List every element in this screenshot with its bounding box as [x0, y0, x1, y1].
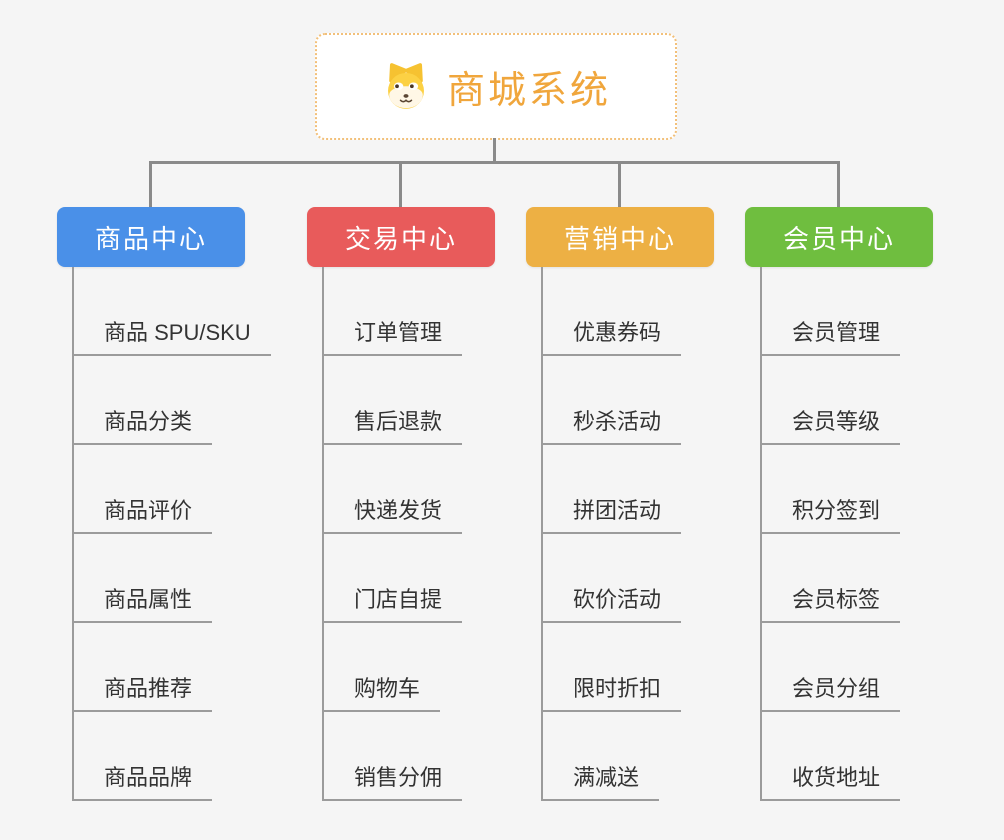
mindmap-item: 商品分类 [57, 356, 342, 445]
branch-label: 会员中心 [782, 223, 895, 254]
mindmap-item: 会员标签 [745, 534, 1004, 623]
branch: 商品中心 商品 SPU/SKU 商品分类 商品评价 商品属性 商品推荐 商品品牌 [57, 207, 342, 801]
mindmap-item-label[interactable]: 收货地址 [760, 760, 901, 801]
mindmap-item-label[interactable]: 砍价活动 [541, 582, 682, 623]
mindmap-item-label[interactable]: 会员分组 [760, 671, 901, 712]
mindmap-item: 砍价活动 [526, 534, 811, 623]
branch-spine-line [72, 267, 74, 801]
branch: 会员中心 会员管理 会员等级 积分签到 会员标签 会员分组 收货地址 [745, 207, 1004, 801]
branch-spine-line [541, 267, 543, 801]
mindmap-item: 门店自提 [307, 534, 592, 623]
mindmap-item-label[interactable]: 商品属性 [72, 582, 213, 623]
branch-label: 商品中心 [94, 223, 207, 254]
mindmap-item-label[interactable]: 会员标签 [760, 582, 901, 623]
mindmap-item-label[interactable]: 限时折扣 [541, 671, 682, 712]
mindmap-item: 快递发货 [307, 445, 592, 534]
mindmap-item-label[interactable]: 订单管理 [322, 315, 463, 356]
mindmap-item: 购物车 [307, 623, 592, 712]
connector-stub-0 [149, 161, 152, 207]
mindmap-item-label[interactable]: 快递发货 [322, 493, 463, 534]
branch-spine-line [760, 267, 762, 801]
mindmap-item-label[interactable]: 购物车 [322, 671, 441, 712]
branch-items: 订单管理 售后退款 快递发货 门店自提 购物车 销售分佣 [307, 267, 592, 801]
mindmap-item-label[interactable]: 拼团活动 [541, 493, 682, 534]
connector-root-stub [493, 138, 496, 164]
mindmap-item: 订单管理 [307, 267, 592, 356]
mindmap-item-label[interactable]: 会员管理 [760, 315, 901, 356]
mindmap-item: 收货地址 [745, 712, 1004, 801]
mindmap-item: 拼团活动 [526, 445, 811, 534]
mindmap-item: 商品品牌 [57, 712, 342, 801]
mindmap-item-label[interactable]: 满减送 [541, 760, 660, 801]
mindmap-item-label[interactable]: 商品分类 [72, 404, 213, 445]
branch-header-2[interactable]: 营销中心 [526, 207, 714, 267]
branch-header-0[interactable]: 商品中心 [57, 207, 245, 267]
mindmap-item: 满减送 [526, 712, 811, 801]
branch-items: 会员管理 会员等级 积分签到 会员标签 会员分组 收货地址 [745, 267, 1004, 801]
branch-header-3[interactable]: 会员中心 [745, 207, 933, 267]
mindmap-item-label[interactable]: 商品推荐 [72, 671, 213, 712]
mindmap-item: 会员等级 [745, 356, 1004, 445]
mindmap-item: 商品推荐 [57, 623, 342, 712]
mindmap-item-label[interactable]: 积分签到 [760, 493, 901, 534]
connector-stub-3 [837, 161, 840, 207]
mindmap-item: 限时折扣 [526, 623, 811, 712]
mindmap-item-label[interactable]: 优惠券码 [541, 315, 682, 356]
root-title: 商城系统 [446, 70, 611, 112]
mindmap-item-label[interactable]: 商品评价 [72, 493, 213, 534]
root-node[interactable]: 商城系统 [315, 33, 677, 140]
connector-rail [149, 161, 840, 164]
mindmap-item-label[interactable]: 销售分佣 [322, 760, 463, 801]
connector-stub-2 [618, 161, 621, 207]
mindmap-item: 商品属性 [57, 534, 342, 623]
mindmap-item-label[interactable]: 会员等级 [760, 404, 901, 445]
branch-label: 交易中心 [344, 223, 457, 254]
branch-items: 商品 SPU/SKU 商品分类 商品评价 商品属性 商品推荐 商品品牌 [57, 267, 342, 801]
branch: 交易中心 订单管理 售后退款 快递发货 门店自提 购物车 销售分佣 [307, 207, 592, 801]
connector-stub-1 [399, 161, 402, 207]
mindmap-item-label[interactable]: 秒杀活动 [541, 404, 682, 445]
mindmap-item-label[interactable]: 商品 SPU/SKU [72, 315, 271, 356]
branch-label: 营销中心 [563, 223, 676, 254]
mindmap-item: 销售分佣 [307, 712, 592, 801]
mindmap-item-label[interactable]: 售后退款 [322, 404, 463, 445]
mindmap-item: 会员分组 [745, 623, 1004, 712]
mindmap-item: 会员管理 [745, 267, 1004, 356]
dog-icon [388, 62, 424, 109]
branch-header-1[interactable]: 交易中心 [307, 207, 495, 267]
mindmap-item-label[interactable]: 商品品牌 [72, 760, 213, 801]
mindmap-item: 商品 SPU/SKU [57, 267, 342, 356]
mindmap-item: 商品评价 [57, 445, 342, 534]
branch-spine-line [322, 267, 324, 801]
mindmap-item: 积分签到 [745, 445, 1004, 534]
mindmap-item: 优惠券码 [526, 267, 811, 356]
mindmap-item: 秒杀活动 [526, 356, 811, 445]
mindmap-item-label[interactable]: 门店自提 [322, 582, 463, 623]
branch-items: 优惠券码 秒杀活动 拼团活动 砍价活动 限时折扣 满减送 [526, 267, 811, 801]
branch: 营销中心 优惠券码 秒杀活动 拼团活动 砍价活动 限时折扣 满减送 [526, 207, 811, 801]
mindmap-item: 售后退款 [307, 356, 592, 445]
